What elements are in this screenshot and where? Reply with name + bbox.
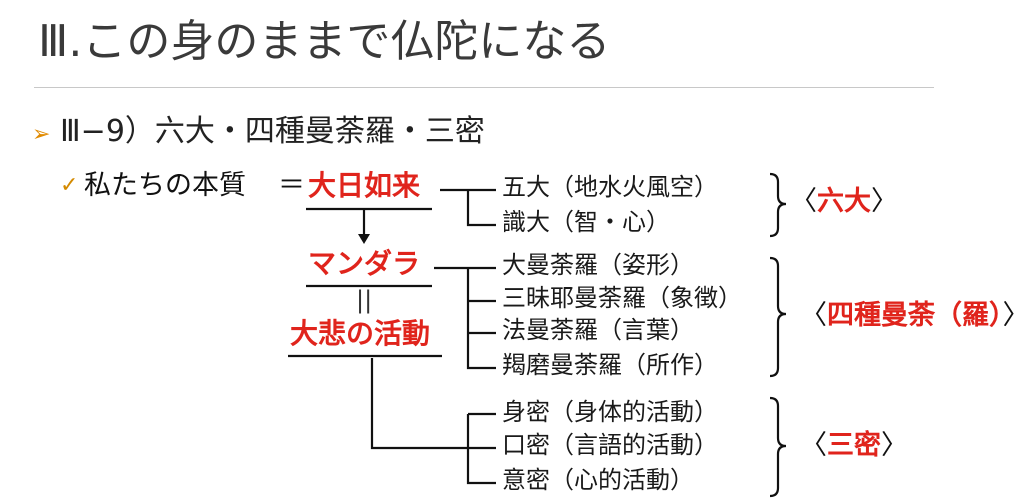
- group-open-bracket: 〈: [800, 430, 827, 461]
- group-close-bracket: 〉: [881, 430, 908, 461]
- bracket-rokudai: [769, 172, 787, 238]
- branch-rokudai-tee: [466, 190, 496, 227]
- bracket-sanmitsu: [769, 396, 787, 498]
- daihi-activity-node: 大悲の活動: [290, 317, 431, 350]
- branch-item-kumitsu: 口密（言語的活動）: [502, 431, 718, 459]
- branch-shishu-spine: [466, 268, 496, 370]
- group-open-bracket: 〈: [800, 300, 827, 331]
- branch-sanmitsu-drop: [370, 358, 496, 450]
- down-arrow-head: [358, 234, 370, 244]
- dainichi-nyorai-node: 大日如来: [308, 169, 421, 202]
- vertical-equals: ||: [356, 286, 373, 314]
- slide-title: Ⅲ.この身のままで仏陀になる: [38, 16, 611, 67]
- group-open-bracket: 〈: [790, 186, 817, 217]
- group-close-bracket: 〉: [1003, 300, 1024, 331]
- branch-item-hou-mandala: 法曼荼羅（言葉）: [502, 316, 694, 344]
- group-name-rokudai: 六大: [817, 186, 871, 217]
- title-divider: [34, 87, 934, 88]
- group-label-shishu-mandala: 〈四種曼荼（羅）〉: [800, 302, 1024, 329]
- essence-label: 私たちの本質: [84, 170, 246, 201]
- branch-item-shinmitsu: 身密（身体的活動）: [502, 398, 718, 426]
- section-subtitle: Ⅲ−9）六大・四種曼荼羅・三密: [60, 114, 485, 149]
- branch-sanmitsu-spine: [466, 414, 496, 485]
- group-name-sanmitsu: 三密: [827, 430, 881, 461]
- branch-item-shikidai: 識大（智・心）: [502, 208, 670, 236]
- branch-item-sanmaya-mandala: 三昧耶曼荼羅（象徴）: [502, 284, 742, 312]
- branch-item-godai: 五大（地水火風空）: [502, 173, 718, 201]
- branch-item-imitsu: 意密（心的活動）: [502, 466, 694, 494]
- group-label-sanmitsu: 〈三密〉: [800, 432, 908, 459]
- group-close-bracket: 〉: [871, 186, 898, 217]
- branch-item-dai-mandala: 大曼荼羅（姿形）: [502, 251, 694, 279]
- checkmark-icon: ✓: [60, 173, 79, 198]
- mandala-node: マンダラ: [308, 247, 421, 280]
- bracket-shishu: [769, 256, 787, 378]
- branch-item-katsuma-mandala: 羯磨曼荼羅（所作）: [502, 351, 718, 379]
- group-name-shishu: 四種曼荼（羅）: [827, 300, 1003, 331]
- equals-sign: ＝: [278, 170, 305, 201]
- triangle-arrow-icon: ➢: [32, 122, 51, 147]
- group-label-rokudai: 〈六大〉: [790, 188, 898, 215]
